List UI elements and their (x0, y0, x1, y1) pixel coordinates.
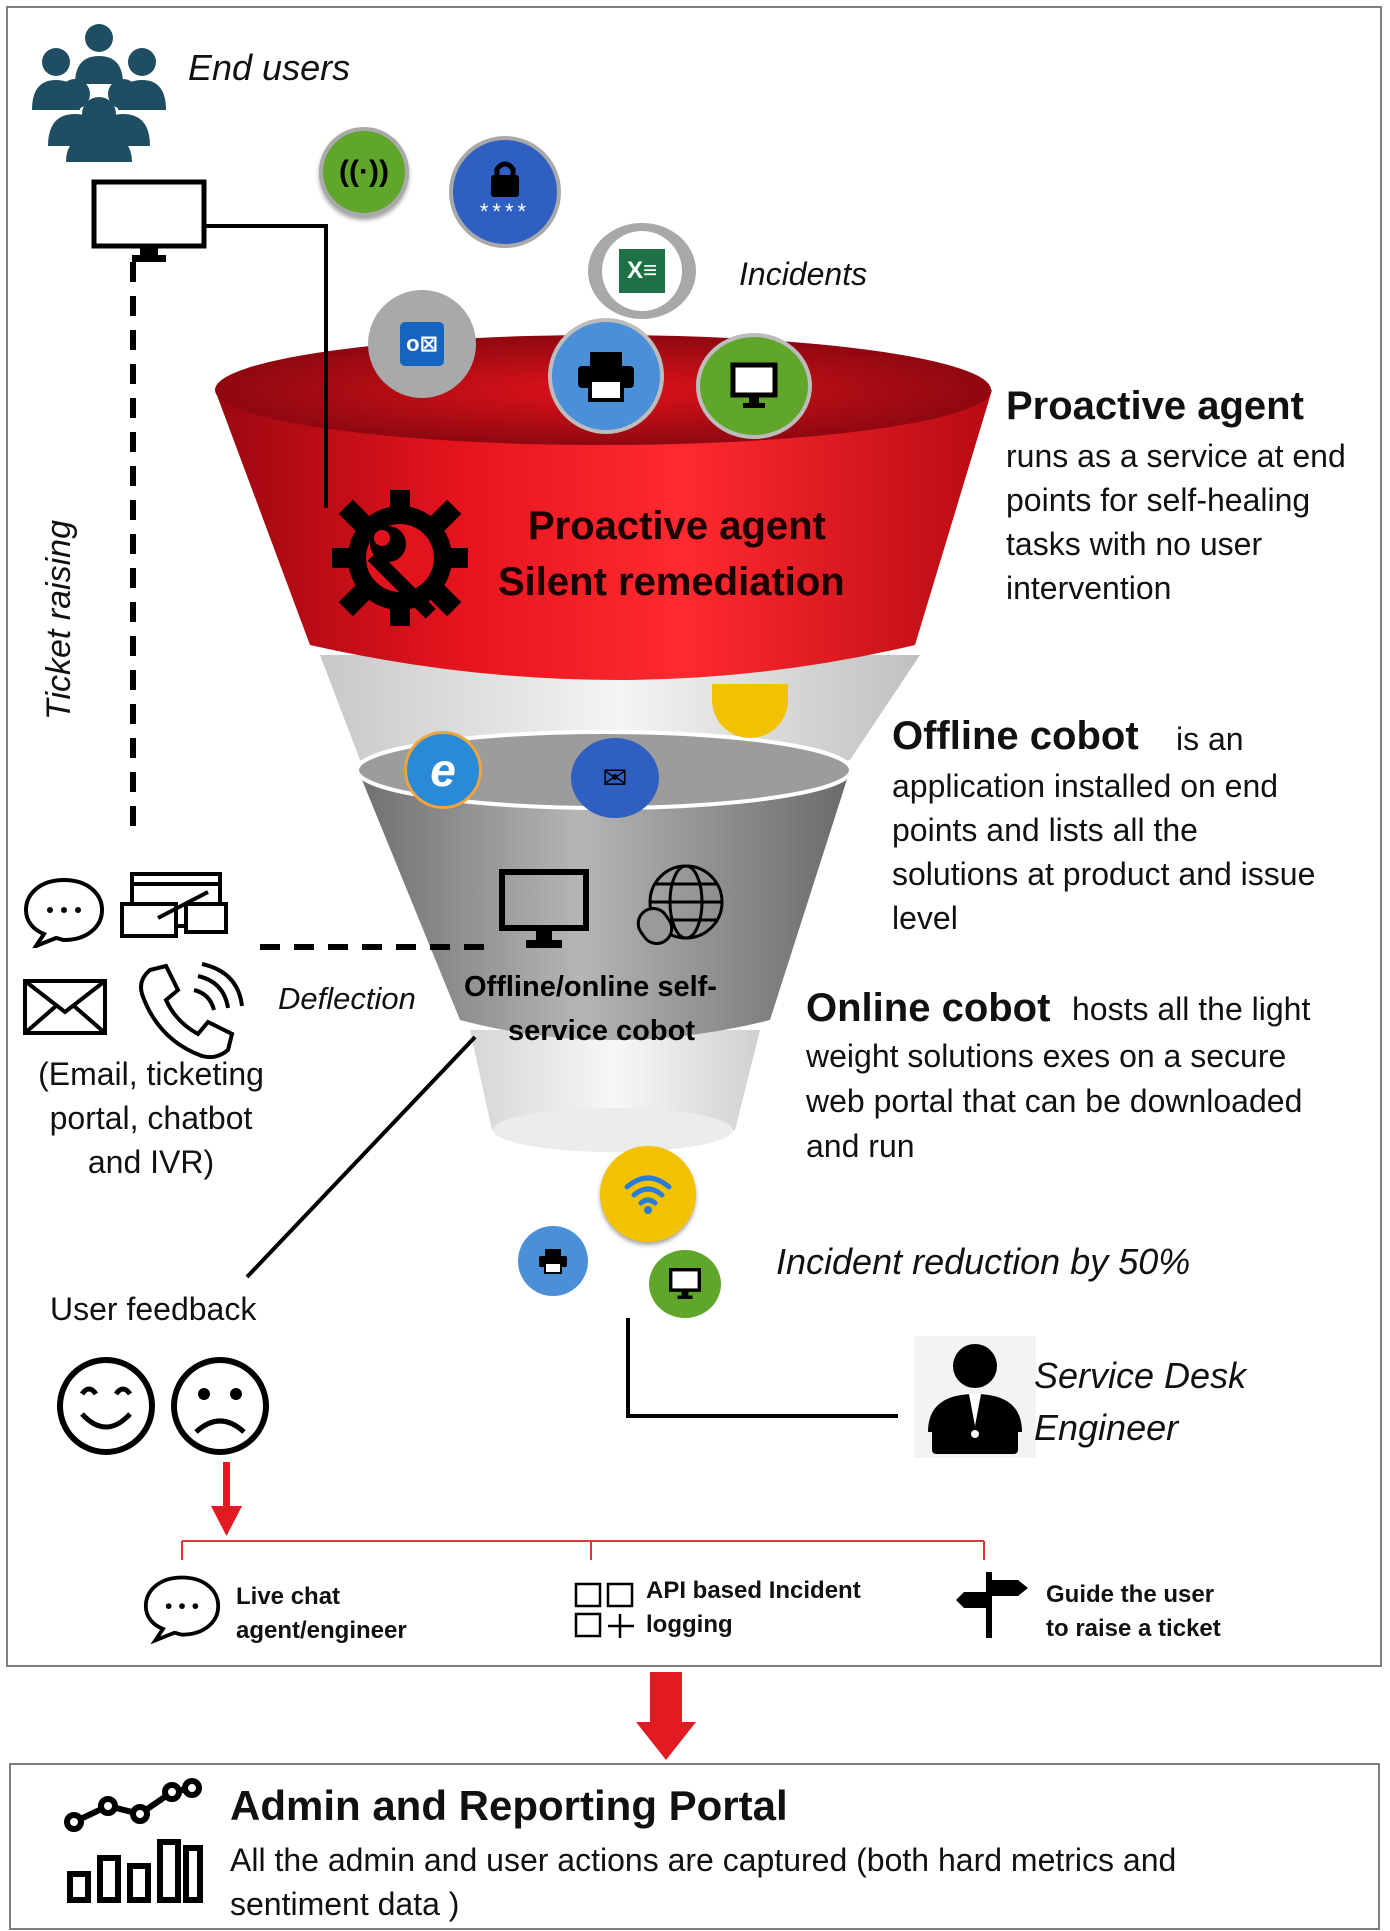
internet-explorer-icon: e (404, 731, 482, 809)
option-api-incident-logging[interactable]: API based Incident logging (646, 1577, 861, 1638)
service-desk-engineer-label: Service Desk Engineer (1034, 1355, 1247, 1448)
api-grid-icon (574, 1582, 634, 1638)
offline-cobot-description: application installed on end points and … (892, 768, 1316, 936)
main-frame (6, 6, 1382, 1667)
desktop-icon-funnel (499, 869, 589, 948)
proactive-agent-title: Proactive agent (1006, 384, 1304, 428)
funnel-middle-title-line2: service cobot (508, 1015, 695, 1047)
arrow-feedback-down (211, 1462, 242, 1536)
ticketing-portal-devices-icon (120, 872, 228, 938)
email-envelope-icon (23, 979, 107, 1035)
admin-portal-frame (9, 1763, 1380, 1930)
wifi-icon (600, 1146, 696, 1242)
printer-icon-small (518, 1226, 588, 1296)
printer-icon (548, 318, 664, 434)
offline-cobot-inline: is an (1176, 721, 1244, 757)
desktop-icon-green (696, 333, 812, 439)
funnel-middle-title-line1: Offline/online self- (464, 971, 717, 1003)
connector-engineer (626, 1318, 898, 1418)
option-guide-user[interactable]: Guide the user to raise a ticket (1046, 1581, 1221, 1642)
options-bracket (181, 1540, 985, 1560)
signpost-icon (956, 1572, 1028, 1638)
arrow-to-admin (636, 1672, 696, 1760)
monitor-icon (91, 179, 207, 262)
wireless-icon: ((·)) (319, 127, 409, 217)
option-live-chat[interactable]: Live chat agent/engineer (236, 1583, 407, 1644)
excel-icon: X≡ (588, 223, 696, 319)
channels-caption: (Email, ticketing portal, chatbot and IV… (38, 1056, 264, 1180)
funnel-glass-lower (470, 1030, 760, 1152)
service-desk-engineer-icon (914, 1336, 1036, 1458)
gear-wrench-icon (332, 490, 468, 626)
admin-portal-title: Admin and Reporting Portal (230, 1782, 788, 1829)
email-icon-blue: ✉ (571, 738, 659, 818)
live-chat-icon (143, 1575, 221, 1644)
online-cobot-description: weight solutions exes on a secure web po… (806, 1038, 1303, 1164)
user-feedback-label: User feedback (50, 1291, 257, 1327)
incidents-label: Incidents (739, 256, 868, 292)
happy-face-icon[interactable] (54, 1354, 158, 1458)
online-cobot-inline: hosts all the light (1072, 991, 1311, 1027)
globe-mouse-icon (636, 864, 724, 945)
connector-feedback (245, 1035, 477, 1279)
password-lock-icon: **** (449, 136, 561, 248)
end-users-label: End users (188, 47, 351, 88)
analytics-chart-icon (64, 1778, 203, 1903)
phone-ivr-icon (139, 962, 244, 1060)
deflection-label: Deflection (278, 981, 416, 1016)
offline-cobot-title: Offline cobot (892, 714, 1139, 758)
admin-portal-description: All the admin and user actions are captu… (230, 1842, 1177, 1922)
chat-bubble-icon (23, 877, 105, 948)
connector-monitor-funnel (206, 224, 328, 508)
desktop-icon-small (649, 1250, 721, 1318)
end-users-icon (32, 24, 166, 162)
outlook-icon: o⊠ (368, 290, 476, 398)
incident-reduction-label: Incident reduction by 50% (776, 1241, 1191, 1282)
funnel-top-title-line1: Proactive agent (528, 504, 826, 548)
proactive-agent-description: runs as a service at end points for self… (1006, 438, 1346, 606)
ticket-raising-label: Ticket raising (40, 520, 78, 720)
funnel-top-title-line2: Silent remediation (498, 560, 845, 604)
online-cobot-title: Online cobot (806, 986, 1051, 1030)
sad-face-icon[interactable] (168, 1354, 272, 1458)
